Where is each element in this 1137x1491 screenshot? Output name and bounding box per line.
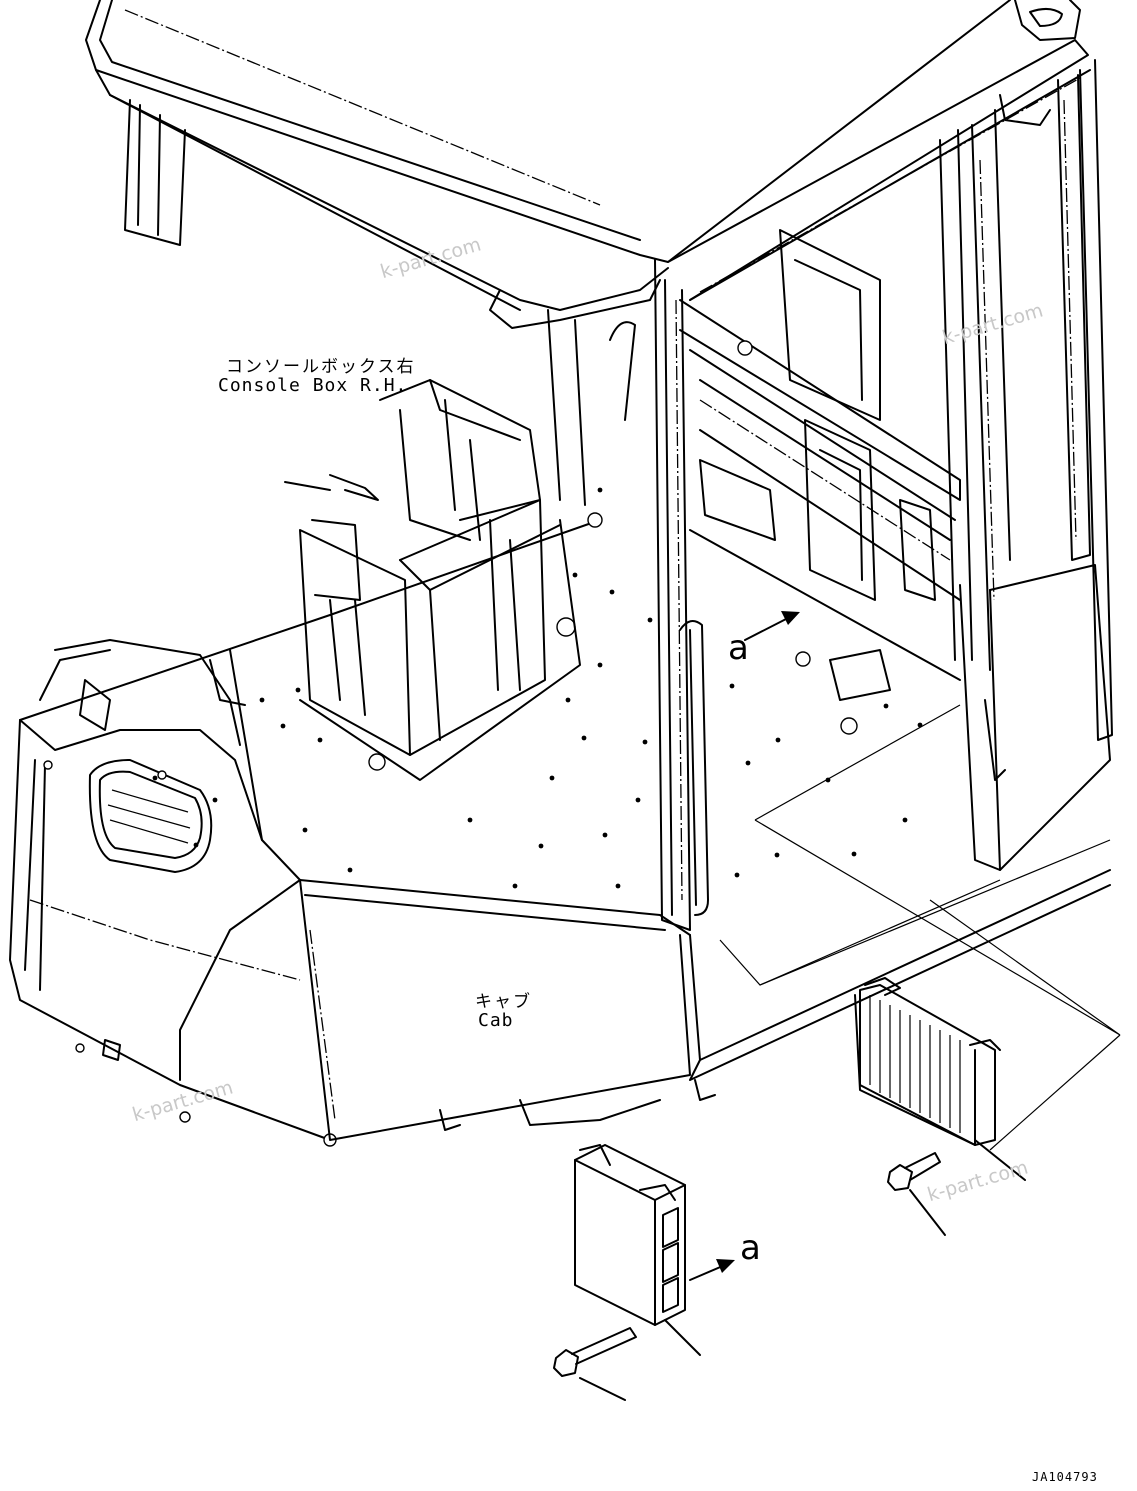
cab-label-en: Cab (478, 1010, 514, 1031)
drawing-code: JA104793 (1032, 1470, 1098, 1484)
right-front-pillar (999, 59, 1113, 741)
view-arrow-lower (689, 1259, 735, 1281)
console-box-label-jp: コンソールボックス右 (226, 357, 416, 377)
view-a-label-upper: a (728, 628, 749, 668)
console-box-rh (299, 309, 636, 781)
console-leader (284, 474, 379, 501)
cab-roof (85, 0, 1081, 263)
front-door-pillar (654, 259, 709, 931)
cab-label-jp: キャブ (475, 992, 532, 1012)
controller-unit-b (574, 1144, 701, 1356)
floor-holes (368, 340, 858, 771)
left-rear-post (124, 99, 186, 246)
floor-bolt-dots (152, 487, 923, 889)
rear-crossmember (679, 299, 961, 681)
front-pillar-posts (939, 109, 1111, 871)
bolt-b (553, 1327, 637, 1401)
bolt-a (887, 1139, 1026, 1236)
cab-floor (19, 519, 1121, 1151)
cab-front-panel (179, 879, 716, 1141)
roof-rails (95, 39, 1091, 329)
controller-unit-a (854, 977, 1001, 1146)
console-box-label-en: Console Box R.H. (218, 375, 408, 396)
view-a-label-lower: a (740, 1228, 761, 1268)
rear-bracket (699, 229, 936, 601)
left-console-cover (9, 639, 337, 1147)
view-arrow-upper (744, 611, 800, 641)
